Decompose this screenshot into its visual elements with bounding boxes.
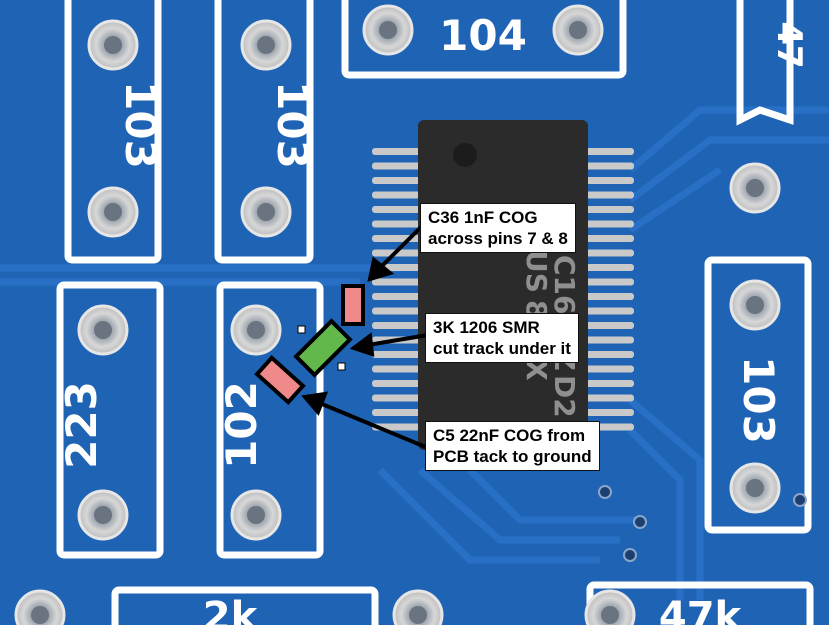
chip-pin-right [584, 206, 634, 213]
silk-label-104: 104 [439, 11, 527, 60]
chip-pin-left [372, 191, 422, 199]
pad-hole [257, 203, 275, 221]
chip-pin-left [372, 380, 422, 387]
pad-hole [746, 479, 764, 497]
ic-pin1-dot [453, 143, 477, 167]
pad-hole [601, 606, 619, 624]
pad-hole [247, 321, 265, 339]
chip-pin-right [584, 191, 634, 199]
smr-resistor-marker [293, 318, 353, 378]
silk-label-223: 223 [57, 381, 106, 469]
chip-pin-right [584, 322, 634, 329]
chip-pin-left [372, 177, 422, 184]
chip-pin-right [584, 365, 634, 373]
pad-hole [94, 506, 112, 524]
chip-pin-right [584, 148, 634, 155]
chip-pin-left [372, 148, 422, 155]
chip-pin-left [372, 322, 422, 329]
chip-pin-left [372, 394, 422, 402]
pad-hole [409, 606, 427, 624]
svg-text:C16: C16 [548, 255, 581, 315]
chip-pin-right [584, 409, 634, 416]
chip-pin-left [372, 206, 422, 213]
annotation-c36: C36 1nF COG across pins 7 & 8 [420, 203, 576, 253]
chip-pin-left [372, 351, 422, 358]
ic-chip-body [418, 120, 588, 450]
chip-pin-right [584, 220, 634, 228]
chip-pin-left [372, 409, 422, 416]
chip-pin-right [584, 380, 634, 387]
chip-pin-left [372, 162, 422, 170]
image-bottom-margin [0, 625, 829, 631]
annotation-c5-line2: PCB tack to ground [433, 447, 592, 466]
silk-label-102: 102 [217, 381, 266, 469]
pad-hole [247, 506, 265, 524]
smr-handle-bottom [337, 362, 346, 371]
pad-hole [746, 296, 764, 314]
pad-hole [569, 21, 587, 39]
chip-pin-right [584, 235, 634, 242]
pad-hole [746, 179, 764, 197]
chip-pin-right [584, 162, 634, 170]
pad-hole [104, 36, 122, 54]
silk-label-103-c: 103 [734, 356, 783, 444]
svg-text:US: US [520, 250, 553, 293]
c5-capacitor-marker [254, 354, 306, 406]
silkscreen-outlines [56, 0, 814, 636]
annotation-arrows [301, 222, 429, 450]
annotation-c36-line1: C36 1nF COG [428, 208, 538, 227]
c36-capacitor-marker [341, 284, 365, 326]
silk-label-103-b: 103 [268, 81, 317, 169]
through-hole-pads [14, 4, 781, 636]
smr-handle-top [297, 325, 306, 334]
pad-hole [94, 321, 112, 339]
chip-pin-right [584, 264, 634, 271]
chip-pin-right [584, 293, 634, 300]
chip-pin-right [584, 394, 634, 402]
pad-hole [104, 203, 122, 221]
chip-pin-left [372, 293, 422, 300]
pad-hole [257, 36, 275, 54]
chip-pin-left [372, 278, 422, 286]
annotation-c5-line1: C5 22nF COG from [433, 426, 586, 445]
chip-pin-left [372, 220, 422, 228]
chip-pin-right [584, 307, 634, 315]
vias [598, 485, 807, 562]
annotation-smr-line2: cut track under it [433, 339, 571, 358]
chip-pin-left [372, 365, 422, 373]
annotation-c5: C5 22nF COG from PCB tack to ground [425, 421, 600, 471]
silk-label-103-a: 103 [116, 81, 165, 169]
svg-text:D2: D2 [548, 375, 581, 418]
chip-pin-left [372, 307, 422, 315]
annotation-c36-line2: across pins 7 & 8 [428, 229, 568, 248]
chip-pin-right [584, 351, 634, 358]
pad-hole [31, 606, 49, 624]
annotation-smr: 3K 1206 SMR cut track under it [425, 313, 579, 363]
chip-pin-right [584, 249, 634, 257]
annotation-smr-line1: 3K 1206 SMR [433, 318, 540, 337]
chip-pin-right [584, 336, 634, 344]
silk-label-47: 47 [769, 21, 809, 68]
chip-pins [372, 148, 634, 431]
copper-tracks [0, 106, 829, 600]
chip-pin-right [584, 278, 634, 286]
pad-hole [379, 21, 397, 39]
chip-pin-right [584, 177, 634, 184]
